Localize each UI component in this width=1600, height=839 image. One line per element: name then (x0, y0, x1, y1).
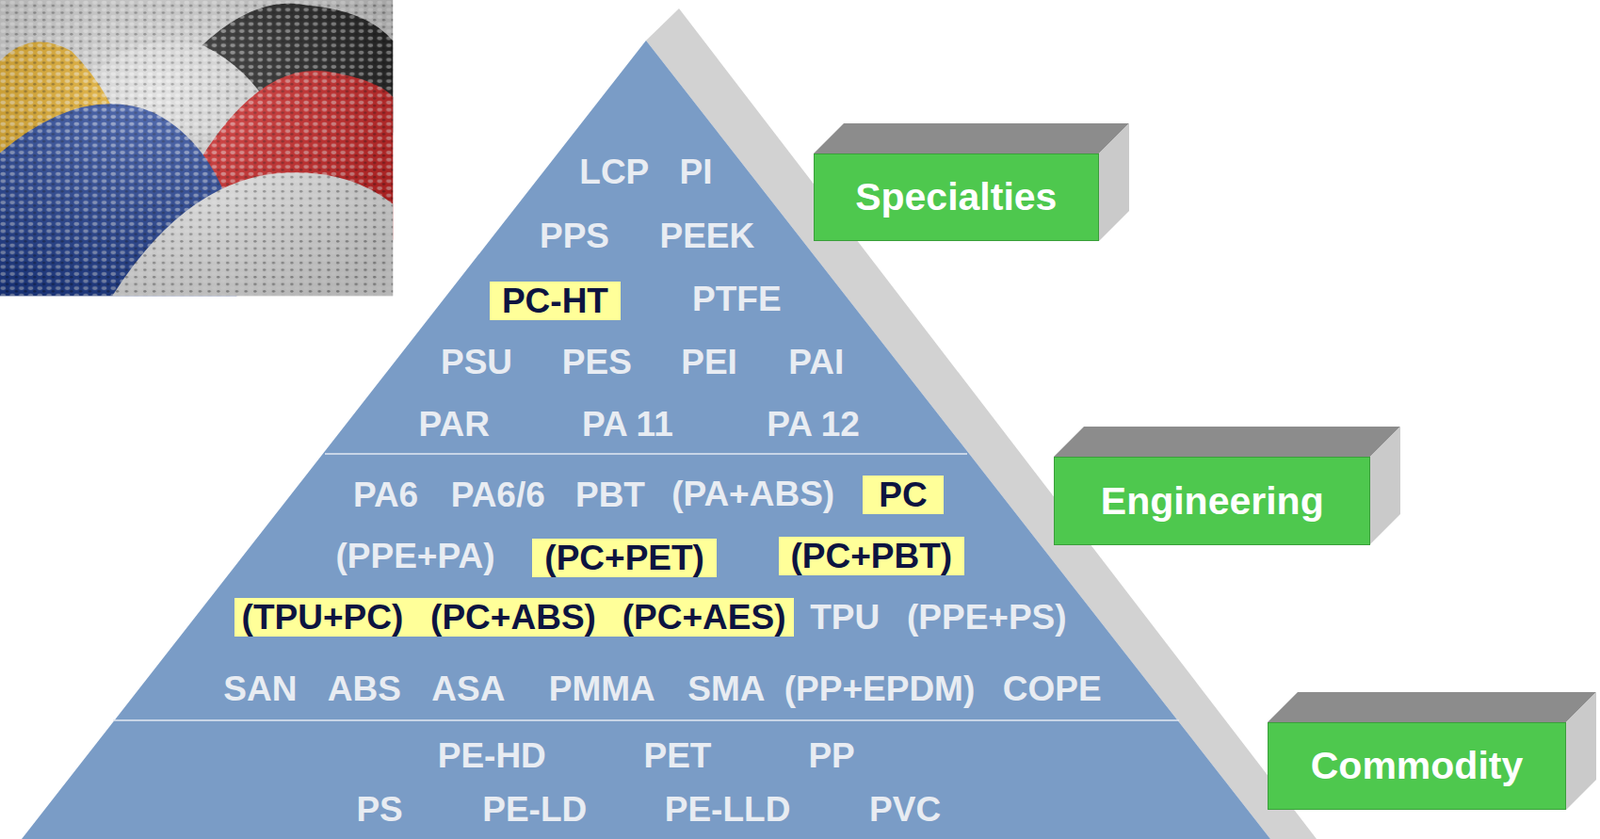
granules-photo (0, 0, 393, 296)
box-side-face (1370, 426, 1401, 545)
polymer-label: PA6/6 (451, 477, 546, 513)
polymer-label: PE-HD (437, 738, 547, 774)
tier-box: Commodity (1267, 722, 1567, 810)
tier-name: Commodity (1310, 746, 1524, 786)
polymer-label: ASA (431, 671, 505, 707)
polymer-label: PMMA (549, 671, 656, 707)
tier-divider (324, 452, 968, 455)
polymer-label: (PA+ABS) (671, 476, 835, 512)
highlighted-polymer: PC-HT (501, 283, 609, 319)
highlighted-polymer: (PC+PET) (544, 540, 705, 576)
box-side-face (1566, 692, 1597, 810)
polymer-label: PA 12 (766, 406, 860, 442)
polymer-label: PPS (539, 218, 610, 254)
tier-name: Engineering (1100, 482, 1325, 521)
highlight-box: PC (862, 475, 943, 515)
polymer-label: PSU (440, 344, 513, 380)
photo-ground (0, 0, 393, 296)
highlighted-polymer: (PC+AES) (622, 599, 787, 635)
polymer-label: PI (678, 154, 712, 190)
highlight-box: (PC+PBT) (778, 536, 966, 576)
tier-divider (113, 719, 1180, 722)
polymer-label: ABS (327, 671, 402, 707)
polymer-label: PEI (680, 344, 738, 380)
polymer-label: PE-LLD (664, 791, 792, 827)
polymer-label: PAI (788, 344, 844, 380)
polymer-label: (PP+EPDM) (784, 671, 976, 707)
polymer-label: (PPE+PA) (336, 538, 496, 574)
tier-box: Specialties (813, 153, 1099, 242)
highlighted-polymer: PC (878, 477, 927, 513)
polymer-label: PET (643, 738, 712, 774)
highlighted-polymer: (TPU+PC) (242, 599, 405, 635)
polymer-label: PTFE (692, 281, 782, 317)
polymer-label: PE-LD (482, 791, 587, 827)
highlight-box: (PC+PET) (532, 538, 717, 578)
highlighted-polymer: (PC+PBT) (791, 538, 954, 574)
polymer-label: TPU (809, 599, 880, 635)
polymer-label: PA6 (353, 477, 419, 513)
tier-box: Engineering (1053, 456, 1371, 545)
box-top-face (813, 123, 1130, 154)
polymer-label: PBT (575, 477, 646, 513)
polymer-label: PP (808, 738, 855, 774)
highlight-box: (TPU+PC) (PC+ABS) (PC+AES) (234, 597, 794, 637)
polymer-label: PA 11 (581, 406, 674, 442)
polymer-label: COPE (1002, 671, 1102, 707)
polymer-label: LCP (579, 154, 649, 190)
box-top-face (1053, 426, 1401, 457)
granule-texture (0, 0, 393, 296)
polymer-label: SMA (687, 671, 765, 707)
tier-name: Specialties (855, 177, 1057, 217)
polymer-label: (PPE+PS) (906, 599, 1067, 635)
box-side-face (1098, 123, 1130, 242)
polymer-label: PS (355, 791, 403, 827)
polymer-label: PAR (418, 406, 489, 442)
polymer-label: PVC (869, 791, 941, 827)
polymer-label: SAN (223, 671, 297, 707)
photo-shading (0, 0, 393, 296)
highlight-box: PC-HT (489, 281, 621, 321)
box-top-face (1267, 692, 1597, 723)
polymer-label: PEEK (660, 218, 756, 254)
polymer-label: PES (562, 344, 632, 380)
highlighted-polymer: (PC+ABS) (430, 599, 597, 635)
